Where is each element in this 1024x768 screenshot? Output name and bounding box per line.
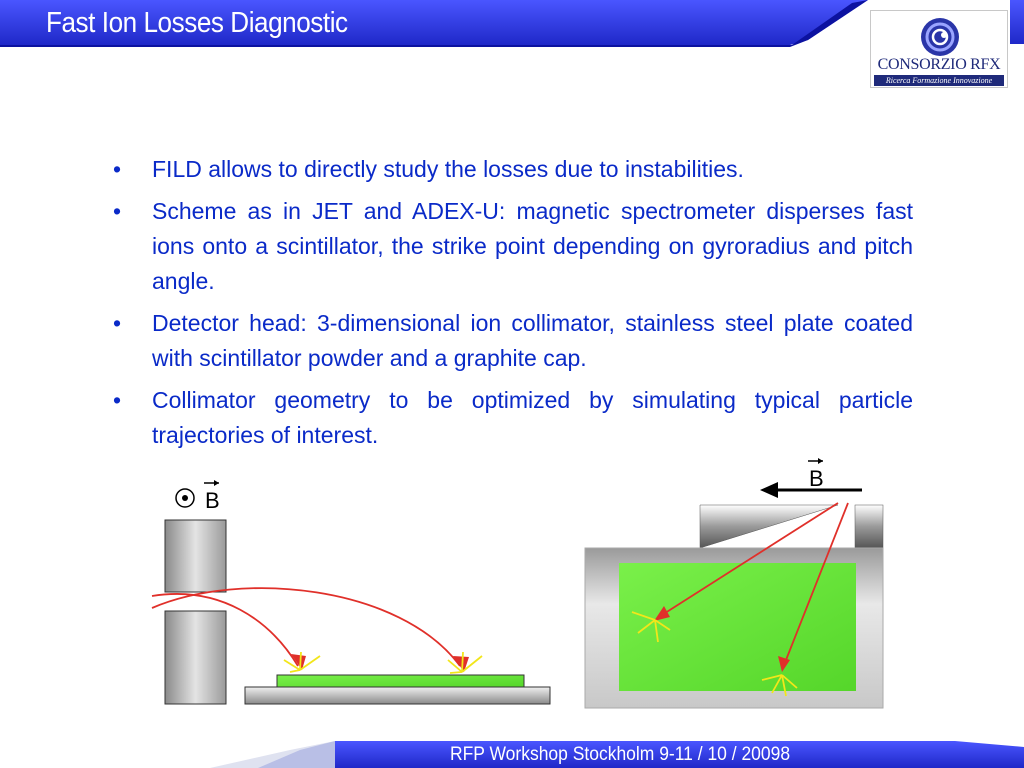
ion-trajectory-2 <box>151 587 461 667</box>
graphite-cap <box>699 504 839 549</box>
logo-emblem-icon <box>921 18 959 56</box>
trajectory-arrowhead <box>654 606 670 621</box>
scintillator-coating-left <box>276 674 525 688</box>
bullet-marker: • <box>113 387 122 413</box>
header-bar <box>0 0 1024 47</box>
footer-bar <box>210 741 1024 768</box>
trajectory-arrowhead <box>778 656 790 672</box>
bullet-list: • FILD allows to directly study the losse… <box>110 152 913 460</box>
right-field-label: B <box>809 466 824 491</box>
bullet-marker: • <box>113 156 122 182</box>
collimator-block-lower <box>164 610 227 705</box>
trajectory-arrowhead <box>291 654 306 670</box>
logo-tagline: Ricerca Formazione Innovazione <box>874 75 1004 86</box>
scintillator-plate <box>619 563 856 691</box>
bullet-marker: • <box>113 198 122 224</box>
ion-trajectory-3 <box>661 502 839 616</box>
graphite-cap-edge <box>854 504 884 549</box>
ion-trajectory-1 <box>151 593 299 667</box>
right-field-indicator: B <box>760 458 862 498</box>
light-emission-sparks-right <box>631 611 798 697</box>
ion-trajectory-4 <box>785 502 849 661</box>
bullet-text: Collimator geometry to be optimized by s… <box>152 387 913 448</box>
bullet-item: • Detector head: 3-dimensional ion collim… <box>110 306 913 376</box>
slide-title: Fast Ion Losses Diagnostic <box>46 7 348 39</box>
logo-name: CONSORZIO RFX <box>877 56 1001 73</box>
consorzio-rfx-logo: CONSORZIO RFX Ricerca Formazione Innovaz… <box>870 10 1008 88</box>
footer-text: RFP Workshop Stockholm 9-11 / 10 / 20098 <box>450 744 791 765</box>
collimator-block-upper <box>164 519 227 593</box>
bullet-text: Detector head: 3-dimensional ion collima… <box>152 310 913 371</box>
bullet-text: FILD allows to directly study the losses… <box>152 156 744 182</box>
bullet-item: • FILD allows to directly study the losse… <box>110 152 913 187</box>
bullet-marker: • <box>113 310 122 336</box>
bullet-item: • Scheme as in JET and ADEX-U: magnetic s… <box>110 194 913 299</box>
left-field-label: B <box>205 488 220 513</box>
light-emission-sparks-left <box>283 651 483 674</box>
bullet-item: • Collimator geometry to be optimized by … <box>110 383 913 453</box>
trajectory-arrowhead <box>453 656 469 672</box>
left-field-indicator: B <box>175 480 220 513</box>
bullet-text: Scheme as in JET and ADEX-U: magnetic sp… <box>152 198 913 294</box>
steel-plate <box>244 686 551 705</box>
